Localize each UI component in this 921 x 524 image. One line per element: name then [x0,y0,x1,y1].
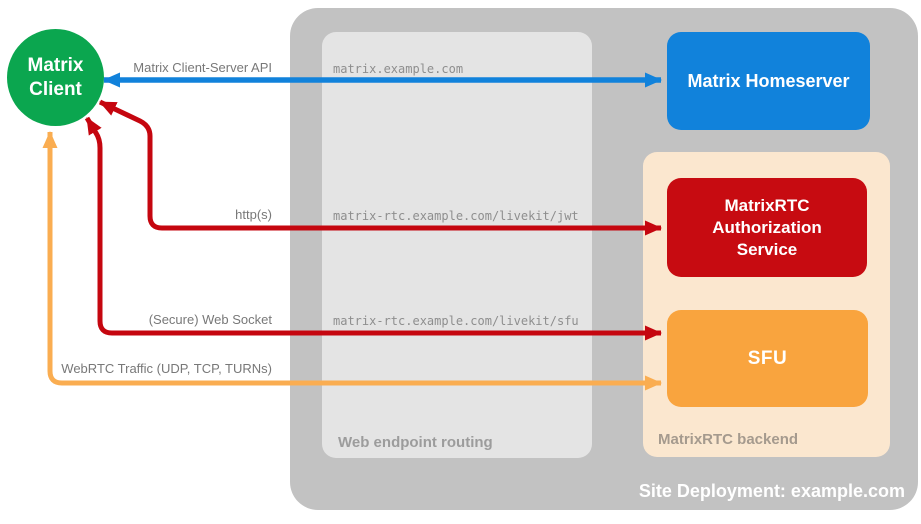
endpoint-matrix-example-com: matrix.example.com [333,62,464,76]
web-endpoint-routing-caption: Web endpoint routing [338,434,493,451]
site-deployment-caption: Site Deployment: example.com [638,481,905,501]
client-server-api-connection-label: Matrix Client-Server API [133,60,272,75]
sfu-node: SFU [667,310,868,407]
matrix-homeserver-node: Matrix Homeserver [667,32,870,130]
matrix-homeserver-label: Matrix Homeserver [687,70,850,91]
matrix-client-node: Matrix Client [7,29,104,126]
matrixrtc-authorization-service-label: MatrixRTC Authorization Service [712,195,822,259]
webrtc-traffic-connection-label: WebRTC Traffic (UDP, TCP, TURNs) [61,361,272,376]
websocket-connection-label: (Secure) Web Socket [148,312,272,327]
https-connection-label: http(s) [235,207,272,222]
matrix-client-label: Matrix Client [27,54,84,100]
endpoint-livekit-sfu: matrix-rtc.example.com/livekit/sfu [333,314,579,328]
matrixrtc-authorization-service-node: MatrixRTC Authorization Service [667,178,867,277]
matrixrtc-backend-caption: MatrixRTC backend [658,431,799,448]
endpoint-livekit-jwt: matrix-rtc.example.com/livekit/jwt [333,209,579,223]
sfu-label: SFU [747,347,788,369]
web-endpoint-routing-container [322,32,592,458]
